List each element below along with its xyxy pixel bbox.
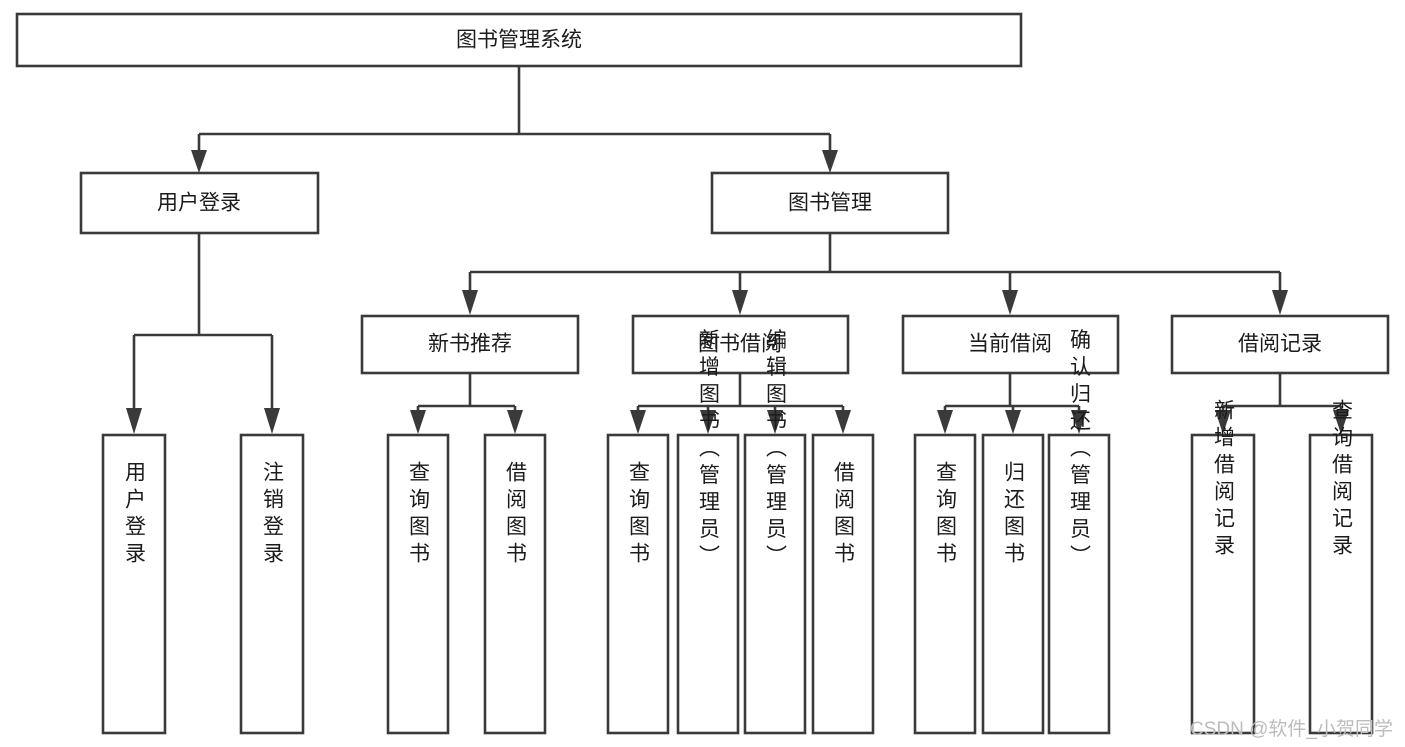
node-new-book-recommend-label: 新书推荐 [428,333,512,356]
arrow-head-book-manage [822,150,838,173]
node-leaf-add-book-label: 新增图书（管理员） [697,329,721,572]
node-leaf-add-book[interactable]: 新增图书（管理员） [676,329,740,735]
arrow-head-current-borrow [1002,290,1018,315]
node-leaf-query-book-1-label: 查询图书 [407,461,431,569]
arrow-head-leaf-borrow-book-1 [507,410,523,434]
node-leaf-user-login-box[interactable] [101,433,167,735]
node-book-borrow[interactable]: 图书借阅 [631,314,850,375]
node-leaf-confirm-return-label: 确认归还（管理员） [1068,329,1092,572]
node-leaf-query-book-2[interactable]: 查询图书 [606,433,670,735]
node-leaf-query-book-2-label: 查询图书 [627,461,651,569]
node-leaf-query-book-3[interactable]: 查询图书 [913,433,977,735]
node-book-manage-box[interactable] [710,171,950,235]
node-leaf-return-book-label: 归还图书 [1002,461,1026,569]
arrow-head-user-login [191,150,207,173]
node-leaf-query-record[interactable]: 查询借阅记录 [1308,399,1374,735]
node-book-borrow-box[interactable] [631,314,850,375]
arrow-head-leaf-logout-login [264,408,280,434]
arrow-head-leaf-query-book-1 [410,410,426,434]
node-user-login[interactable]: 用户登录 [79,171,320,235]
node-leaf-query-book-3-box[interactable] [913,433,977,735]
node-root-label: 图书管理系统 [456,29,582,52]
node-leaf-borrow-book-1[interactable]: 借阅图书 [483,433,547,735]
node-leaf-return-book[interactable]: 归还图书 [981,433,1045,735]
node-leaf-borrow-book-2[interactable]: 借阅图书 [811,433,875,735]
node-leaf-query-book-1-box[interactable] [386,433,450,735]
node-new-book-recommend[interactable]: 新书推荐 [360,314,580,375]
node-user-login-label: 用户登录 [157,192,241,215]
arrow-head-leaf-query-book-2 [630,410,646,434]
node-leaf-confirm-return-box[interactable] [1047,433,1111,735]
node-leaf-borrow-book-2-box[interactable] [811,433,875,735]
arrow-head-leaf-user-login [126,408,142,434]
node-leaf-borrow-book-1-box[interactable] [483,433,547,735]
node-leaf-logout-login-label: 注销登录 [261,461,285,569]
node-leaf-borrow-book-1-label: 借阅图书 [504,461,528,569]
node-leaf-user-login-label: 用户登录 [123,461,147,569]
node-leaf-add-record-label: 新增借阅记录 [1212,399,1236,561]
node-book-borrow-label: 图书借阅 [698,333,782,356]
node-leaf-add-book-box[interactable] [676,433,740,735]
node-borrow-record-label: 借阅记录 [1238,333,1322,356]
arrow-head-book-borrow [732,290,748,315]
arrow-head-leaf-add-record [1215,410,1231,434]
node-leaf-logout-login-box[interactable] [239,433,305,735]
node-user-login-box[interactable] [79,171,320,235]
node-leaf-add-record-box[interactable] [1190,433,1256,735]
arrow-head-leaf-return-book [1005,410,1021,434]
node-leaf-edit-book-label: 编辑图书（管理员） [764,329,788,572]
node-current-borrow[interactable]: 当前借阅 [901,314,1120,375]
node-root-box[interactable] [15,12,1023,68]
arrow-head-leaf-borrow-book-2 [835,410,851,434]
arrow-head-leaf-edit-book [767,410,783,434]
node-new-book-recommend-box[interactable] [360,314,580,375]
node-book-manage-label: 图书管理 [788,192,872,215]
arrow-head-borrow-record [1272,290,1288,315]
node-root[interactable]: 图书管理系统 [15,12,1023,68]
arrow-head-leaf-add-book [700,410,716,434]
node-current-borrow-label: 当前借阅 [968,333,1052,356]
arrow-head-new-book-recommend [462,290,478,315]
node-leaf-confirm-return[interactable]: 确认归还（管理员） [1047,329,1111,735]
node-leaf-logout-login[interactable]: 注销登录 [239,433,305,735]
arrow-head-leaf-query-record [1333,410,1349,434]
node-leaf-query-book-3-label: 查询图书 [934,461,958,569]
node-leaf-query-record-label: 查询借阅记录 [1330,399,1354,561]
node-leaf-borrow-book-2-label: 借阅图书 [832,461,856,569]
node-leaf-query-record-box[interactable] [1308,433,1374,735]
node-leaf-query-book-2-box[interactable] [606,433,670,735]
connector-layer [126,66,1349,434]
arrow-head-leaf-confirm-return [1071,410,1087,434]
arrow-head-leaf-query-book-3 [937,410,953,434]
watermark-label: CSDN @软件_小贺同学 [1190,718,1393,740]
node-leaf-user-login[interactable]: 用户登录 [101,433,167,735]
node-leaf-return-book-box[interactable] [981,433,1045,735]
node-leaf-edit-book-box[interactable] [743,433,807,735]
node-borrow-record[interactable]: 借阅记录 [1170,314,1390,375]
node-leaf-edit-book[interactable]: 编辑图书（管理员） [743,329,807,735]
node-book-manage[interactable]: 图书管理 [710,171,950,235]
node-borrow-record-box[interactable] [1170,314,1390,375]
node-leaf-add-record[interactable]: 新增借阅记录 [1190,399,1256,735]
node-current-borrow-box[interactable] [901,314,1120,375]
node-leaf-query-book-1[interactable]: 查询图书 [386,433,450,735]
